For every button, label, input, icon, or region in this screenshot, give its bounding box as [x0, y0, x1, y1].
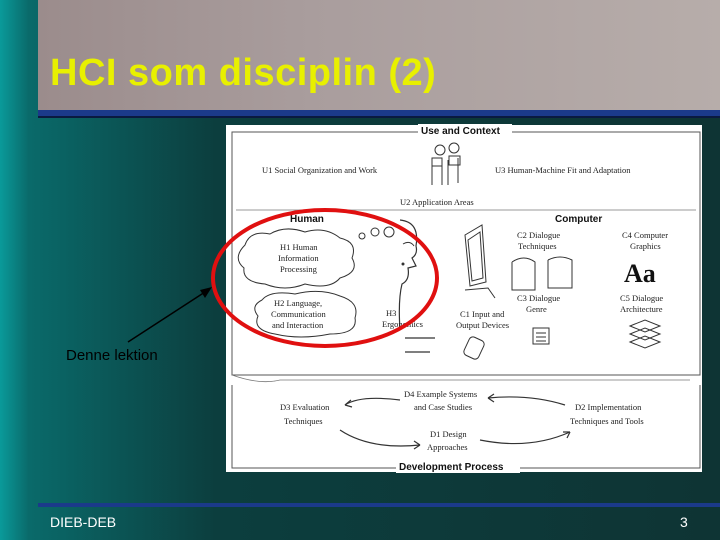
h1-thought-cloud	[237, 228, 355, 289]
callout-label: Denne lektion	[66, 347, 158, 364]
architecture-stack-icon	[628, 319, 662, 349]
dialogue-genre-icon	[511, 256, 573, 291]
human-eye	[402, 241, 415, 247]
thought-bubble-large	[383, 226, 395, 238]
d1-line1: D1 Design	[430, 429, 467, 439]
title-rule	[38, 110, 720, 116]
graphics-sample: Aa	[624, 259, 656, 288]
d3-line1: D3 Evaluation	[280, 402, 330, 412]
c1-line1: C1 Input and	[460, 309, 505, 319]
use-context-label: Use and Context	[421, 126, 501, 137]
computer-label: Computer	[555, 214, 602, 225]
thought-bubble-small	[358, 232, 366, 240]
slide-title: HCI som disciplin (2)	[50, 52, 437, 94]
h2-line2: Communication	[271, 309, 327, 319]
u1-label: U1 Social Organization and Work	[262, 165, 378, 175]
context-frame	[231, 131, 701, 376]
h3-line2: Ergonomics	[382, 319, 423, 329]
process-cycle-arrows	[339, 393, 571, 450]
people-icon	[431, 142, 461, 185]
page-number: 3	[680, 514, 688, 530]
thought-bubble-medium	[370, 227, 380, 237]
d2-line1: D2 Implementation	[575, 402, 642, 412]
c4-line2: Graphics	[630, 241, 661, 251]
monitor-icon	[464, 224, 496, 299]
footer-course-code: DIEB-DEB	[50, 514, 117, 530]
d2-line2: Techniques and Tools	[570, 416, 644, 426]
d4-line2: and Case Studies	[414, 402, 472, 412]
d1-line2: Approaches	[427, 442, 468, 452]
h2-speech-cloud	[254, 290, 357, 338]
h3-line1: H3	[386, 308, 396, 318]
human-label: Human	[290, 214, 324, 225]
c3-line1: C3 Dialogue	[517, 293, 560, 303]
title-band	[38, 0, 720, 110]
c2-line2: Techniques	[518, 241, 557, 251]
h2-line1: H2 Language,	[274, 298, 322, 308]
c2-line1: C2 Dialogue	[517, 230, 560, 240]
h1-line2: Information	[278, 253, 319, 263]
footer-rule	[38, 503, 720, 507]
title-rule-shadow	[38, 116, 720, 118]
u3-label: U3 Human-Machine Fit and Adaptation	[495, 165, 631, 175]
bottom-label-bg	[396, 461, 520, 473]
human-nostril	[401, 262, 405, 266]
h1-line3: Processing	[280, 264, 318, 274]
d3-line2: Techniques	[284, 416, 323, 426]
inner-frame-bottom	[231, 374, 690, 383]
input-devices-icon	[463, 327, 550, 360]
human-head-profile	[398, 219, 435, 353]
c3-line2: Genre	[526, 304, 547, 314]
callout-arrow-head	[200, 287, 212, 298]
c5-line1: C5 Dialogue	[620, 293, 663, 303]
c5-line2: Architecture	[620, 304, 663, 314]
h1-line1: H1 Human	[280, 242, 318, 252]
h2-line3: and Interaction	[272, 320, 324, 330]
c4-line1: C4 Computer	[622, 230, 668, 240]
highlight-ellipse	[211, 208, 439, 348]
callout-arrow-line	[127, 291, 206, 343]
development-process-label: Development Process	[399, 462, 504, 473]
u2-label: U2 Application Areas	[400, 197, 474, 207]
top-label-bg	[418, 124, 512, 136]
c1-line2: Output Devices	[456, 320, 509, 330]
d4-line1: D4 Example Systems	[404, 389, 477, 399]
diagram-panel	[226, 125, 702, 472]
